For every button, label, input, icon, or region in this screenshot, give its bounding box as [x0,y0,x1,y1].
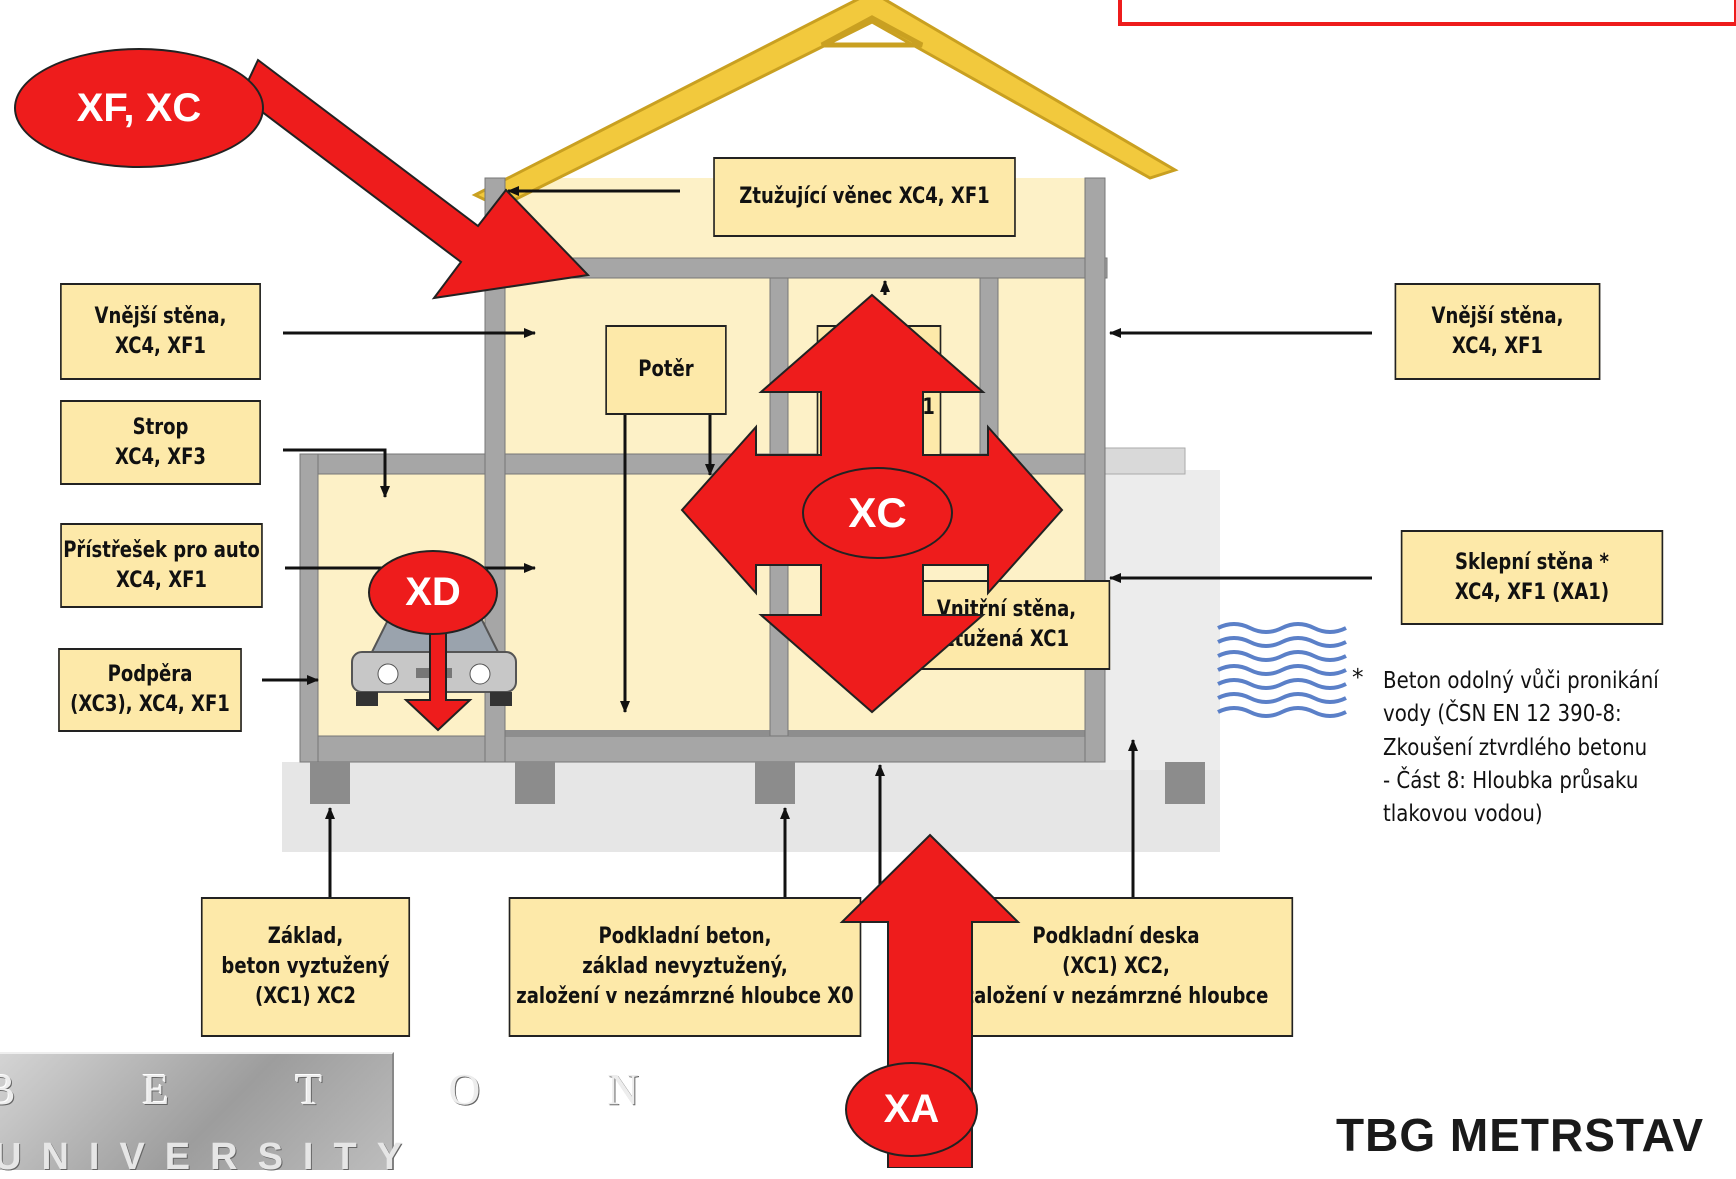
logo-top-text: B E T O N [0,1064,386,1115]
mark-xc: XC [802,467,953,559]
mark-xf-xc: XF, XC [14,48,264,168]
arrow-xd [406,625,470,730]
arrow-xf-xc [241,60,588,298]
tbg-metrostav-logo: TBG METRSTAV [1336,1108,1704,1162]
logo-bottom-text: UNIVERSITY [0,1136,422,1179]
mark-xd: XD [368,550,498,635]
mark-xa: XA [845,1062,978,1157]
beton-university-logo: B E T O N UNIVERSITY [0,1052,394,1170]
